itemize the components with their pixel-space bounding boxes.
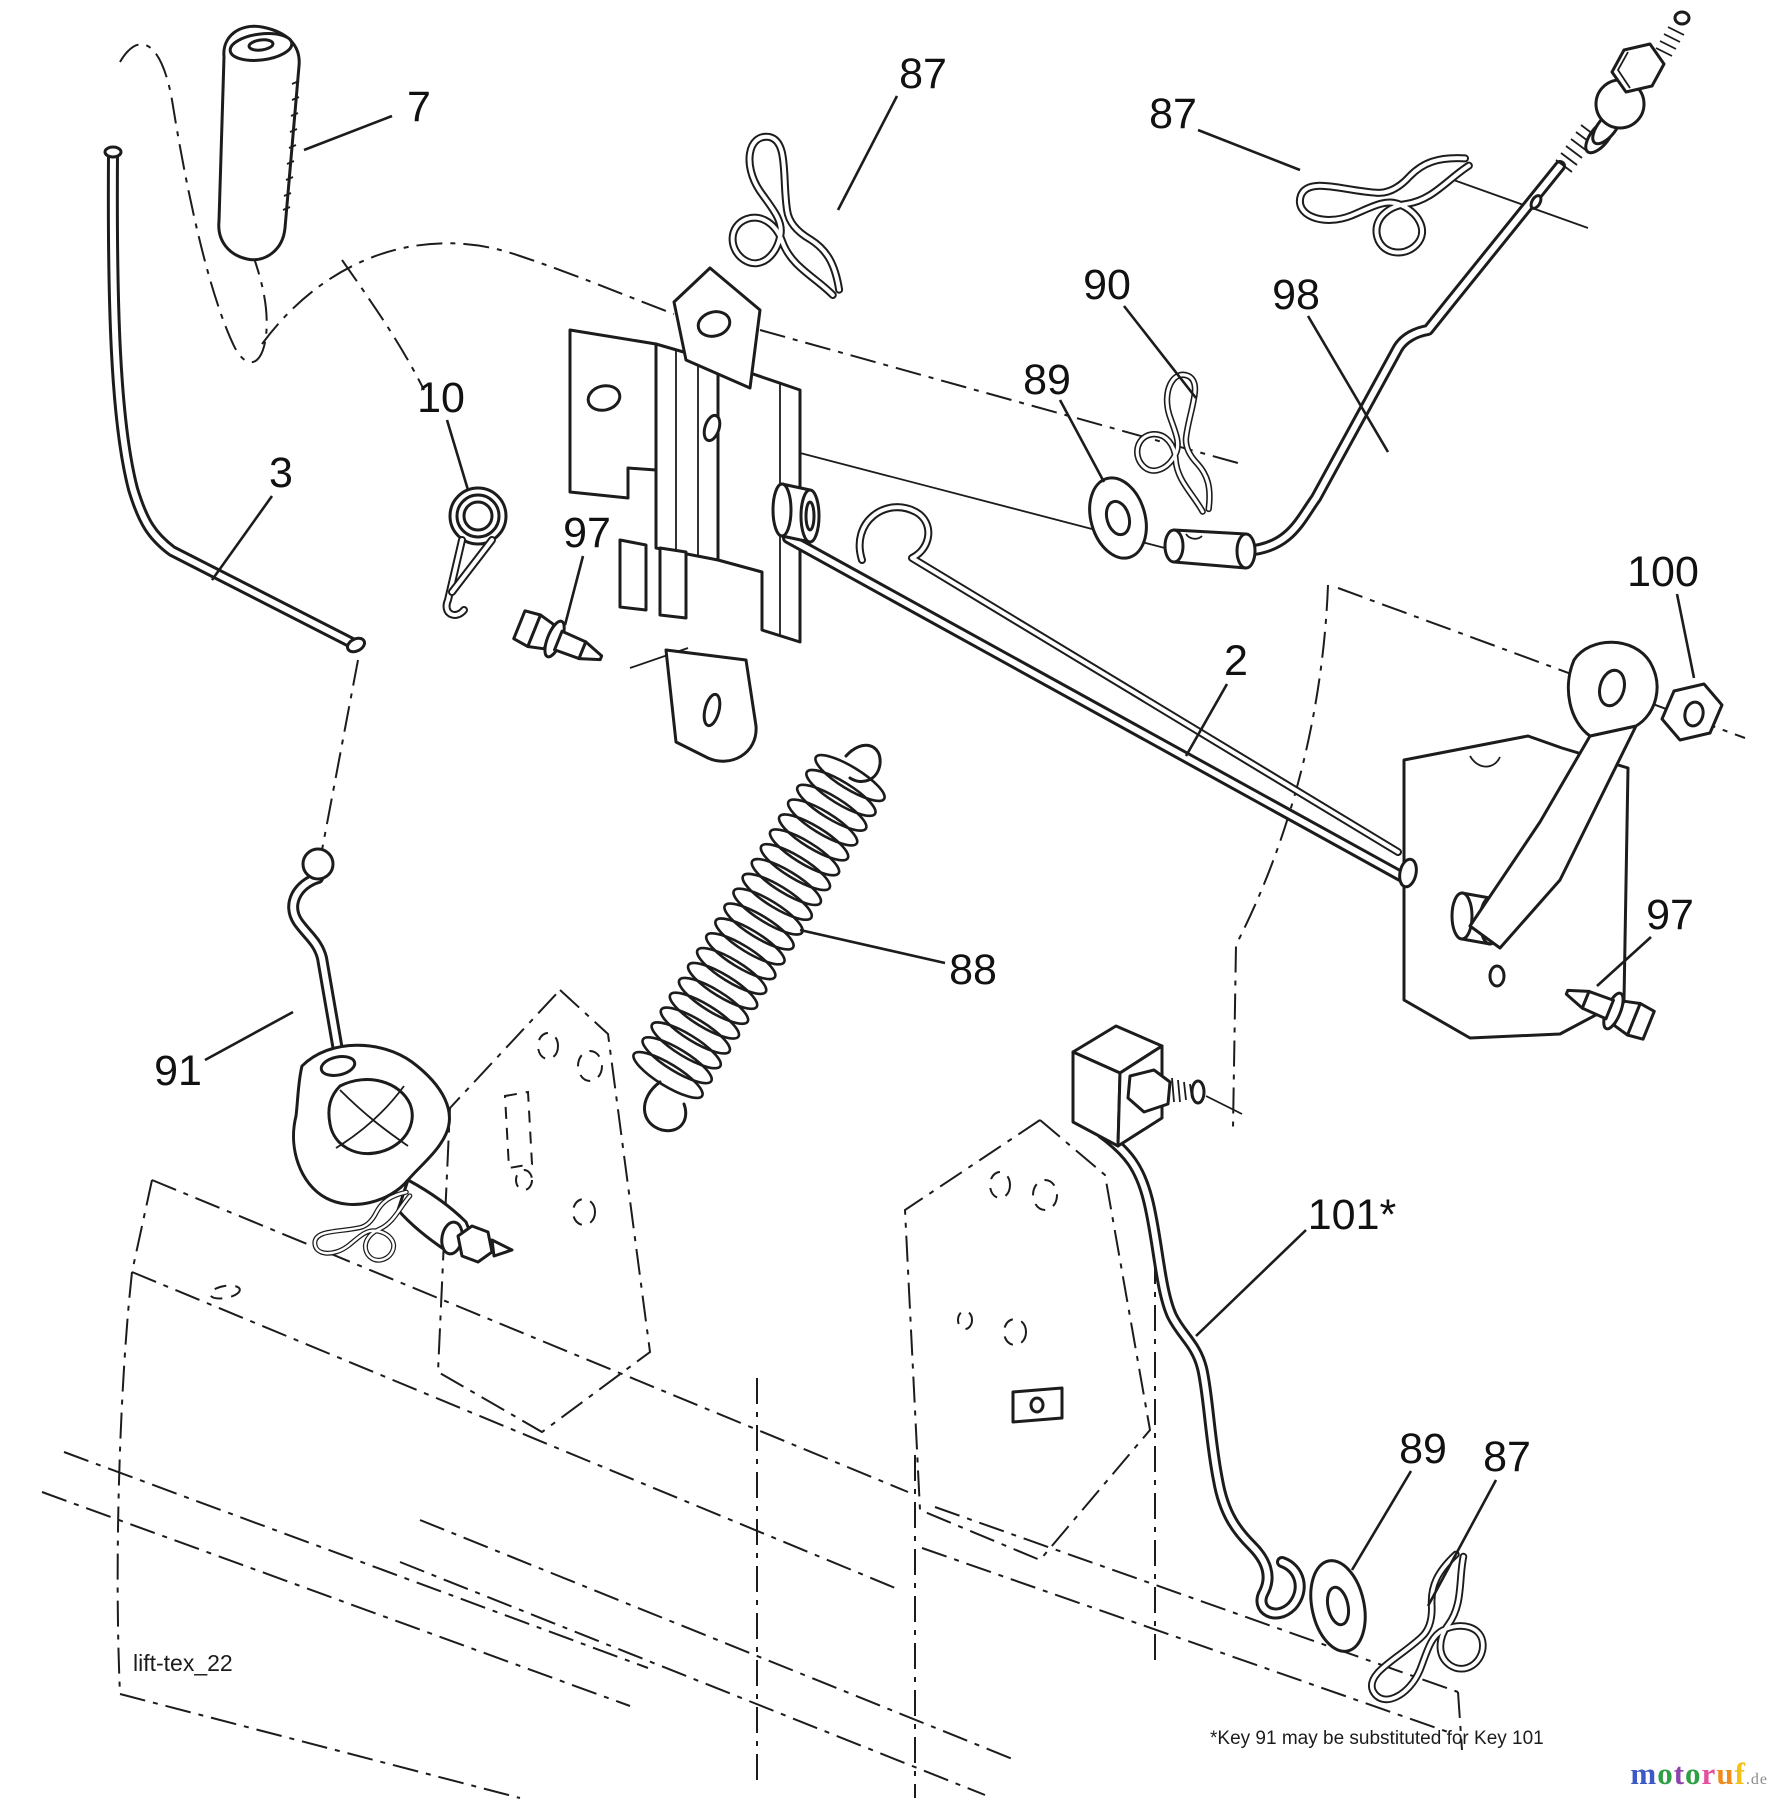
spring-coil — [695, 946, 768, 996]
deck-outline-right — [921, 1258, 1463, 1751]
pivot-boss — [771, 482, 821, 544]
deck-bracket-right-dashed — [903, 1118, 1152, 1562]
spring-coil — [786, 798, 859, 847]
logo-suffix: .de — [1745, 1771, 1768, 1788]
spring-coil — [659, 1006, 732, 1055]
leader-line-89 — [1350, 1470, 1413, 1571]
logo-letter: o — [1685, 1756, 1702, 1791]
logo-letter: o — [1657, 1756, 1674, 1791]
callout-label-91: 91 — [154, 1047, 202, 1095]
lift-bracket-right — [1398, 640, 1659, 1040]
leader-line-91 — [204, 1010, 294, 1062]
spring-coil — [814, 753, 886, 803]
lift-link-rod-98 — [1163, 10, 1691, 570]
spring-coil — [741, 872, 814, 922]
spring-coil — [686, 961, 759, 1011]
hairpin-clip-87-top-right — [1297, 149, 1486, 274]
leader-line-98 — [1306, 315, 1390, 453]
callout-label-100: 100 — [1627, 548, 1699, 596]
watermark-logo: motoruf.de — [1630, 1756, 1768, 1792]
lift-shaft-rod-2 — [782, 503, 1414, 886]
callout-label-87: 87 — [899, 50, 947, 98]
callout-label-97: 97 — [1646, 891, 1694, 939]
handle-grip-7 — [217, 24, 301, 262]
spring-coil — [795, 783, 868, 832]
callout-label-89: 89 — [1399, 1425, 1447, 1473]
spring-coil — [641, 1036, 714, 1085]
deck-bracket-left-dashed — [436, 988, 652, 1434]
callout-label-89: 89 — [1023, 356, 1071, 404]
spring-coil — [650, 1021, 723, 1070]
spring-coil — [750, 857, 823, 907]
spring-coil — [777, 813, 850, 862]
flat-washer-89-bottom — [1309, 1559, 1367, 1653]
leader-line-7 — [303, 114, 393, 152]
callout-label-88: 88 — [949, 946, 997, 994]
callout-label-2: 2 — [1224, 637, 1248, 685]
leader-line-97 — [1596, 936, 1652, 987]
logo-letter: r — [1701, 1756, 1717, 1791]
logo-letter: t — [1673, 1756, 1686, 1791]
spring-coil — [714, 917, 786, 966]
callout-label-101: 101* — [1308, 1191, 1397, 1239]
torsion-spring-10 — [442, 486, 508, 619]
spring-coil — [632, 1050, 704, 1100]
leader-line-87 — [1426, 1479, 1498, 1607]
leader-line-10 — [445, 419, 470, 491]
spring-coil — [768, 828, 841, 877]
hex-nut-100 — [1660, 682, 1724, 742]
footnote: *Key 91 may be substituted for Key 101 — [1210, 1728, 1544, 1749]
leader-line-88 — [799, 928, 946, 965]
lift-lever-91 — [287, 847, 514, 1264]
spring-coil — [723, 902, 795, 951]
leader-line-101 — [1195, 1229, 1307, 1337]
leader-line-90 — [1122, 305, 1198, 399]
leader-line-87 — [836, 95, 899, 211]
callout-label-90: 90 — [1083, 261, 1131, 309]
leader-line-100 — [1675, 593, 1696, 679]
logo-letter: u — [1716, 1756, 1735, 1791]
callout-label-87: 87 — [1483, 1433, 1531, 1481]
lift-handle-rod-3 — [103, 145, 367, 654]
spring-coil — [805, 768, 877, 818]
drawing-code: lift-tex_22 — [133, 1650, 233, 1676]
hanger-bracket-center — [568, 266, 802, 763]
flat-washer-89-top — [1088, 476, 1148, 560]
leader-line-3 — [210, 495, 274, 581]
callout-label-87: 87 — [1149, 90, 1197, 138]
leader-line-87 — [1197, 128, 1301, 172]
logo-letter: m — [1630, 1756, 1658, 1791]
spring-coil — [732, 887, 804, 936]
shoulder-bolt-97-left — [510, 605, 610, 677]
deck-outline-left — [41, 1179, 1016, 1799]
logo-letter: f — [1734, 1756, 1746, 1791]
callout-label-3: 3 — [269, 449, 293, 497]
lift-lever-101 — [1071, 1024, 1306, 1620]
callout-label-98: 98 — [1272, 271, 1320, 319]
spring-coil — [677, 976, 750, 1026]
callout-label-7: 7 — [407, 83, 431, 131]
callout-label-10: 10 — [417, 374, 465, 422]
leader-line-97 — [563, 555, 585, 626]
callout-label-97: 97 — [563, 509, 611, 557]
spring-coil — [668, 991, 741, 1040]
extension-spring-88 — [632, 743, 886, 1133]
leader-line-89 — [1058, 399, 1106, 483]
leader-line-2 — [1184, 683, 1229, 757]
spring-coil — [704, 931, 777, 981]
spring-coil — [759, 842, 832, 892]
